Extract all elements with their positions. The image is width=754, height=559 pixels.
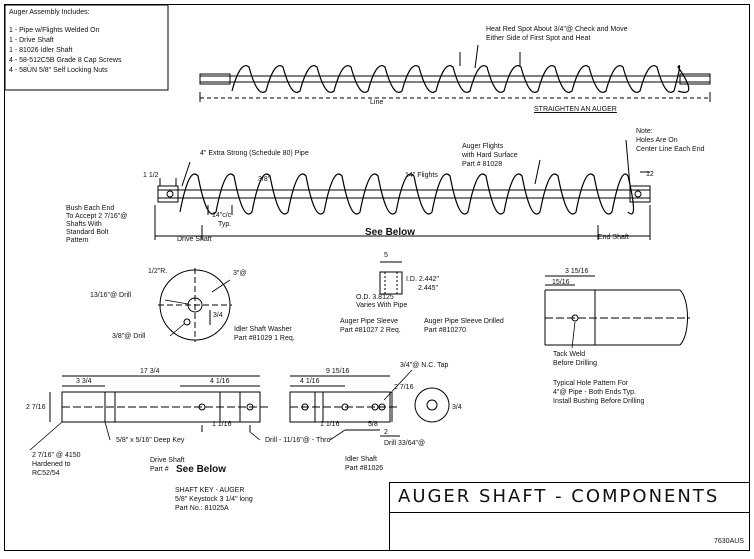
see-below-ds: See Below [176, 464, 227, 475]
is-nc-tap: 3/4"@ N.C. Tap [400, 362, 449, 369]
bush-1: Bush Each End [66, 205, 115, 212]
drive-shaft-label: Drive Shaft [177, 236, 212, 243]
straighten-label: STRAIGHTEN AN AUGER [534, 106, 617, 113]
ds-dim-1-1-16: 1 1/16 [212, 421, 232, 428]
sleeve-od: O.D. 3.8125 [356, 294, 394, 301]
hole-pattern-drawing [544, 275, 690, 346]
bush-2: To Accept 2 7/16"@ [66, 213, 128, 220]
sleeve-1: Auger Pipe Sleeve [340, 318, 398, 325]
pitch-2: Typ. [218, 221, 232, 228]
auger-flights-3: Part # 81028 [462, 161, 503, 168]
ds-label-2: Part # [150, 466, 169, 473]
auger-flights-1: Auger Flights [462, 143, 504, 150]
top-auger-view [199, 44, 711, 102]
includes-heading: Auger Assembly Includes: [9, 9, 90, 16]
bush-5: Pattern [66, 237, 89, 244]
is-label-2: Part #81026 [345, 465, 384, 472]
idler-washer-drawing [158, 268, 232, 342]
sleeve-dim-5: 5 [384, 252, 388, 259]
line-label: Line [370, 99, 384, 106]
is-dim-2: 2 [384, 429, 388, 436]
hole-dim-b: 15/16 [552, 279, 570, 286]
dim-12: 12 [646, 171, 654, 178]
include-item: 1 - Drive Shaft [9, 37, 54, 44]
is-dim-5-8: 5/8 [368, 421, 378, 428]
ds-mat-1: 2 7/16" @ 4150 [32, 452, 81, 459]
sleeve-2: Part #81027 2 Req. [340, 327, 401, 334]
is-dim-1-1-16: 1 1/16 [320, 421, 340, 428]
sleeve-id-2: 2.445" [418, 285, 439, 292]
note-1: Note: [636, 128, 653, 135]
pipe-sleeve-drawing [379, 261, 403, 295]
sleeve-drilled-2: Part #810270 [424, 327, 467, 334]
include-item: 1 - 81026 Idler Shaft [9, 47, 73, 54]
is-dim-3-4: 3/4 [452, 404, 462, 411]
end-shaft-label: End Shaft [598, 234, 629, 241]
drawing-title: AUGER SHAFT - COMPONENTS [398, 486, 720, 507]
washer-label-2: Part #81029 1 Req. [234, 335, 295, 342]
washer-drill-13: 13/16"@ Drill [90, 292, 132, 299]
hole-dim-a: 3 15/16 [565, 268, 589, 275]
is-label-1: Idler Shaft [345, 456, 377, 463]
ds-dim-17: 17 3/4 [140, 368, 160, 375]
include-item: 4 - 58ÜN 5/8" Self Locking Nuts [9, 67, 108, 74]
ds-label-1: Drive Shaft [150, 457, 185, 464]
shaft-key-3: Part No.: 81025A [175, 505, 229, 512]
heat-note-2: Either Side of First Spot and Heat [486, 35, 591, 42]
tack-2: Before Drilling [553, 360, 597, 367]
include-item: 1 - Pipe w/Flights Welded On [9, 27, 100, 34]
sleeve-varies: Varies With Pipe [356, 302, 408, 309]
main-auger-view [154, 139, 651, 240]
is-drill-1: Drill - 11/16"@ - Thro' [265, 437, 332, 444]
sleeve-id-1: I.D. 2.442" [406, 276, 439, 283]
auger-flights-2: with Hard Surface [462, 152, 518, 159]
ds-dim-3-3-4: 3 3/4 [76, 378, 92, 385]
typ-2: 4"@ Pipe - Both Ends Typ. [553, 389, 637, 396]
idler-shaft-drawing [289, 375, 450, 437]
tack-1: Tack Weld [553, 351, 586, 358]
washer-drill-3-8: 3/8"@ Drill [112, 333, 146, 340]
sheet-border [4, 4, 750, 551]
ds-key-label: 5/8" x 5/16" Deep Key [116, 437, 185, 444]
note-3: Center Line Each End [636, 146, 705, 153]
bush-3: Shafts With [66, 221, 102, 228]
is-dim-9: 9 15/16 [326, 368, 350, 375]
washer-dim-3-4: 3/4 [213, 312, 223, 319]
ds-dim-4-1-16: 4 1/16 [210, 378, 230, 385]
drawing-number: 7630AUS [714, 538, 744, 545]
washer-dim-3: 3"@ [233, 270, 247, 277]
leader-lines [29, 279, 576, 451]
is-dim-4-1-16: 4 1/16 [300, 378, 320, 385]
bush-4: Standard Bolt [66, 229, 109, 236]
ds-mat-2: Hardened to [32, 461, 71, 468]
dim-1-1-2: 1 1/2 [143, 172, 159, 179]
is-drill-2: Drill 33/64"@ [384, 440, 426, 447]
title-block-frame [389, 482, 750, 513]
note-2: Holes Are On [636, 137, 678, 144]
washer-label-1: Idler Shaft Washer [234, 326, 292, 333]
pipe-label: 4" Extra Strong (Schedule 80) Pipe [200, 150, 309, 157]
typ-3: Install Bushing Before Drilling [553, 398, 645, 405]
flights-label: 14" Flights [405, 172, 438, 179]
ds-mat-3: RC52/54 [32, 470, 60, 477]
pitch-1: 14"c/c [212, 212, 232, 219]
typ-1: Typical Hole Pattern For [553, 380, 629, 387]
shaft-key-1: SHAFT KEY - AUGER [175, 487, 245, 494]
sleeve-drilled-1: Auger Pipe Sleeve Drilled [424, 318, 504, 325]
heat-note-1: Heat Red Spot About 3/4"@ Check and Move [486, 26, 628, 33]
washer-dim-1-2: 1/2"R. [148, 268, 168, 275]
see-below-main: See Below [365, 227, 416, 238]
drive-shaft-drawing [49, 375, 270, 432]
shaft-key-2: 5/8" Keystock 3 1/4" long [175, 496, 253, 503]
is-dim-2-7-16: 2 7/16 [394, 384, 414, 391]
include-item: 4 - 58-512C5B Grade 8 Cap Screws [9, 57, 122, 64]
includes-box [4, 4, 169, 91]
ds-dim-2-7-16: 2 7/16 [26, 404, 46, 411]
dim-3-8: 3/8" [258, 176, 271, 183]
